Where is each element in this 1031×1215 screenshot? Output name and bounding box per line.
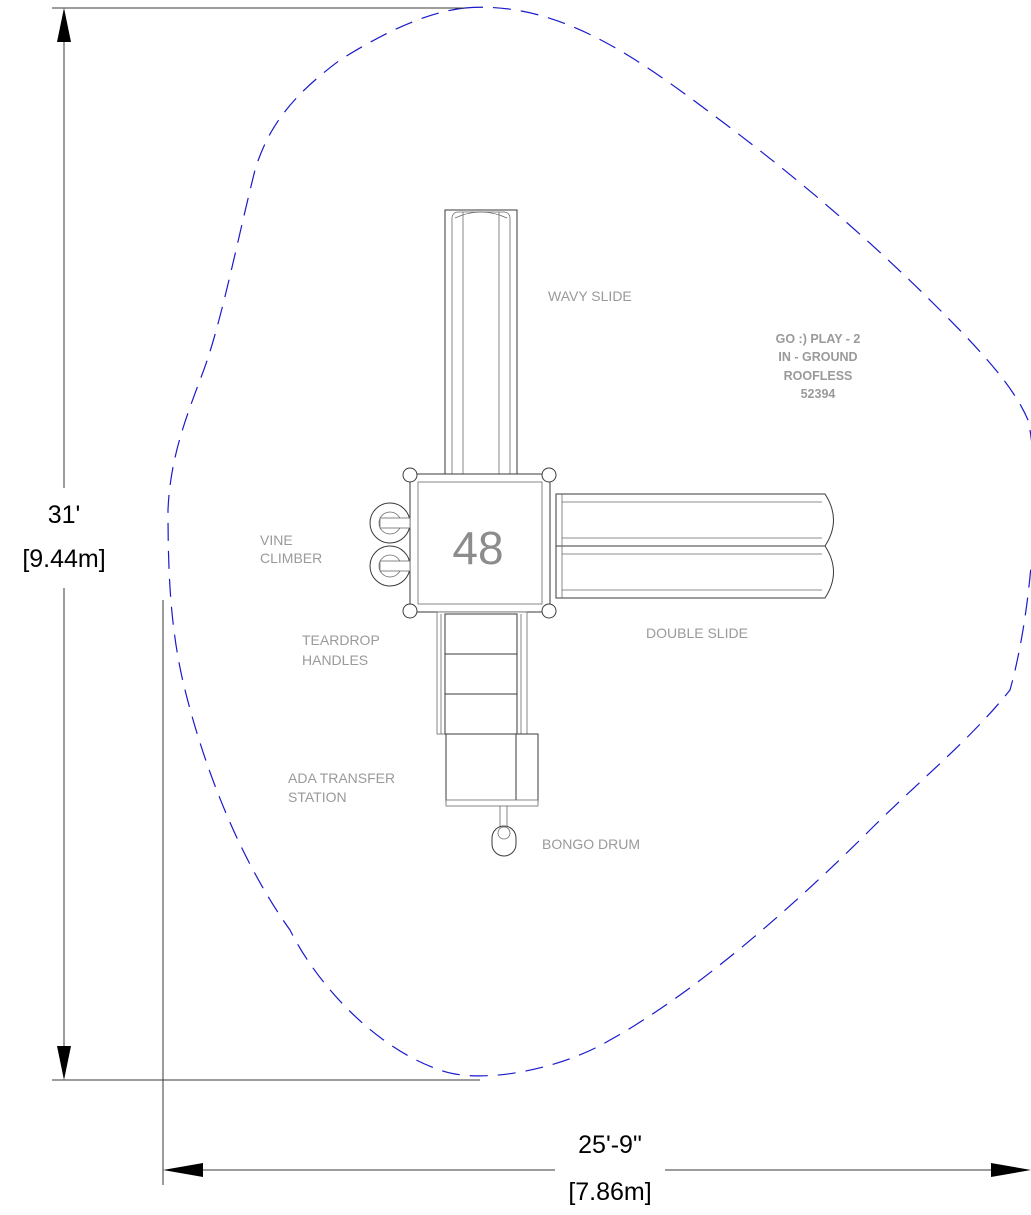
wavy-slide-label: WAVY SLIDE [548,288,632,304]
post-icon [541,603,557,619]
step-stack [436,611,528,735]
teardrop-handles-label-line2: HANDLES [302,652,368,668]
double-slide-label: DOUBLE SLIDE [646,625,748,641]
model-number-line: 52394 [801,387,836,401]
arrow-up-icon [57,8,71,42]
wavy-slide [444,209,518,479]
model-roof-line: ROOFLESS [784,369,853,383]
deck: 48 [402,467,557,619]
height-ft-label: 31' [48,501,81,529]
model-info: GO :) PLAY - 2 IN - GROUND ROOFLESS 5239… [776,332,861,401]
post-icon [402,603,418,619]
height-m-label: [9.44m] [22,545,105,573]
ada-transfer-label-line1: ADA TRANSFER [288,770,395,786]
double-slide [555,493,834,599]
vine-climber-label-line1: VINE [260,532,293,548]
vine-climber [369,502,411,587]
ada-transfer-label-line2: STATION [288,789,347,805]
use-zone-boundary [167,6,1031,1077]
post-icon [402,467,418,483]
model-name-line: GO :) PLAY - 2 [776,332,861,346]
post-icon [541,467,557,483]
width-ft-label: 25'-9" [578,1131,642,1159]
arrow-left-icon [163,1163,203,1177]
deck-height-label: 48 [452,522,503,574]
ada-transfer-station [445,733,539,807]
width-dimension: 25'-9" [7.86m] [162,600,1031,1206]
width-m-label: [7.86m] [568,1178,651,1206]
vine-climber-label-line2: CLIMBER [260,550,322,566]
bongo-drum-label: BONGO DRUM [542,836,640,852]
arrow-right-icon [991,1163,1031,1177]
height-dimension: 31' [9.44m] [22,7,480,1081]
arrow-down-icon [57,1046,71,1080]
model-install-line: IN - GROUND [778,350,857,364]
teardrop-handles-label-line1: TEARDROP [302,632,380,648]
bongo-drum [491,806,517,857]
